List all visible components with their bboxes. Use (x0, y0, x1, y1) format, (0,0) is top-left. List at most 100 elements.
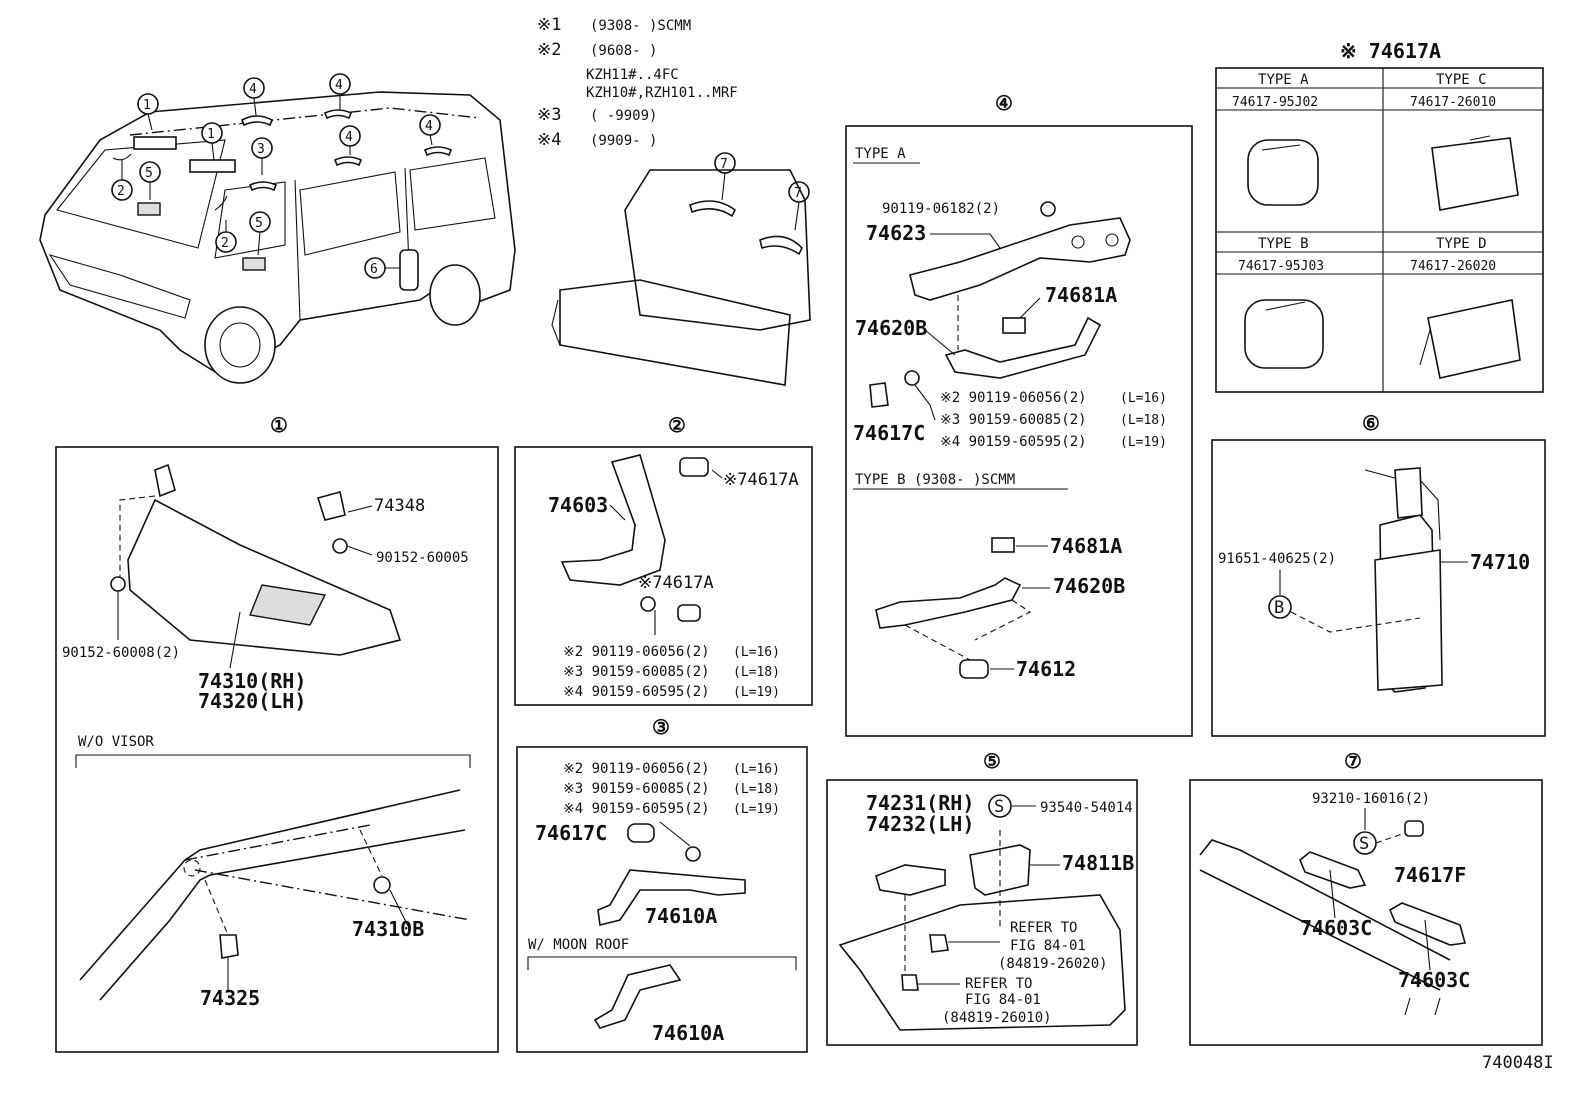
van-rear-wheel (429, 264, 481, 326)
s4-bolt2: ※3 90159-60085(2) (940, 412, 1087, 428)
cap-74681A-icon (1002, 317, 1026, 334)
type-b-code: 74617-95J03 (1238, 259, 1324, 274)
label-74348: 74348 (374, 496, 425, 516)
van-part-extinguisher (399, 249, 419, 291)
s5-clip-a (929, 934, 949, 953)
type-table: ※ 74617A TYPE A 74617-95J02 TYPE C 74617… (1215, 39, 1544, 393)
van-body-outline (39, 91, 516, 376)
note2-line3: KZH10#,RZH101..MRF (586, 85, 738, 101)
grip-74603C-b (1388, 902, 1467, 946)
s4-bolt3: ※4 90159-60595(2) (940, 434, 1087, 450)
label-74325: 74325 (200, 986, 260, 1010)
callout-5a: 5 (145, 166, 153, 181)
cap-74617C-s4-icon (869, 382, 889, 408)
van-part-assist-grips (112, 153, 228, 211)
van-overview (39, 91, 516, 384)
label-74310B: 74310B (352, 917, 424, 941)
section-2-number: ② (668, 413, 686, 437)
section-3: ③ ※2 90119-06056(2) (L=16) ※3 90159-6008… (516, 715, 808, 1053)
seat-grip-b (759, 235, 803, 256)
handle-74620B-b (875, 577, 1022, 629)
label-74310-rh: 74310(RH) (198, 669, 306, 693)
s3-bolt1-len: (L=16) (733, 762, 780, 777)
section-1: ① 74348 90152-60005 90152-60008(2) 74310… (55, 413, 499, 1053)
s6-b-circle (1268, 595, 1292, 619)
cap-74617C-icon (627, 823, 655, 843)
hook-74325-icon (219, 934, 239, 959)
van-part-visor-b (189, 159, 236, 173)
screw-90152-60005-icon (332, 538, 348, 554)
label-74617A-ref2: ※74617A (638, 573, 714, 593)
s3-bolt1: ※2 90119-06056(2) (563, 761, 710, 777)
section-7: ⑦ 93210-16016(2) S 74617F 74603C 74603C (1189, 749, 1543, 1046)
s4-bolt1: ※2 90119-06056(2) (940, 390, 1087, 406)
s4-bolt1-len: (L=16) (1120, 391, 1167, 406)
callout-2a: 2 (117, 184, 125, 199)
s6-b-mark: B (1274, 598, 1284, 618)
label-93210-16016: 93210-16016(2) (1312, 791, 1430, 807)
s4-bolt3-len: (L=19) (1120, 435, 1167, 450)
extinguisher-valve (1394, 467, 1423, 519)
type-table-frame (1215, 67, 1544, 393)
s2-bolt2-len: (L=18) (733, 665, 780, 680)
van-part-grip-b (323, 109, 353, 120)
type-b-label: TYPE B (1258, 236, 1309, 252)
s7-s-mark: S (1359, 834, 1369, 854)
label-74610A: 74610A (645, 904, 717, 928)
seat-cushion (559, 279, 791, 386)
ash-tray-74231 (875, 864, 946, 896)
van-part-grip-a (240, 115, 274, 127)
cap-74617F-icon (1404, 820, 1424, 837)
s2-bolt2: ※3 90159-60085(2) (563, 664, 710, 680)
van-windshield (56, 139, 226, 249)
note2-text: (9608- ) (590, 43, 657, 59)
s2-bolt3: ※4 90159-60595(2) (563, 684, 710, 700)
van-part-hook-a (137, 202, 161, 216)
section-2: ② ※74617A 74603 ※74617A ※2 90119-06056(2… (514, 413, 813, 706)
note3-text: ( -9909) (590, 108, 657, 124)
s5-refer1: REFER TO (1010, 920, 1077, 936)
van-part-grip-e (248, 181, 278, 192)
label-type-a: TYPE A (855, 146, 906, 162)
clip-74310B-icon (373, 876, 391, 894)
note2-line2: KZH11#..4FC (586, 67, 679, 83)
section-2-frame (514, 446, 813, 706)
section-1-frame (55, 446, 499, 1053)
s2-bolt3-len: (L=19) (733, 685, 780, 700)
type-c-cap-icon (1431, 137, 1519, 211)
type-c-code: 74617-26010 (1410, 95, 1496, 110)
type-c-label: TYPE C (1436, 72, 1487, 88)
type-table-title: ※ 74617A (1340, 39, 1441, 63)
handle-74620B (944, 316, 1102, 379)
legend-notes: ※1 (9308- )SCMM ※2 (9608- ) KZH11#..4FC … (537, 15, 738, 150)
grab-handle-74610A (597, 869, 746, 926)
label-74620B-b: 74620B (1053, 574, 1125, 598)
note3-mark: ※3 (537, 105, 561, 125)
seat-drawing (551, 169, 811, 386)
s5-fig1: FIG 84-01 (1010, 938, 1086, 954)
callout-3: 3 (257, 142, 265, 157)
type-b-cap-icon (1244, 299, 1324, 369)
section-4-number: ④ (995, 91, 1013, 115)
label-74681A-b: 74681A (1050, 534, 1122, 558)
label-74617C-s4: 74617C (853, 421, 925, 445)
label-74603C-2: 74603C (1398, 968, 1470, 992)
van-front-hub (219, 322, 261, 368)
callout-7b: 7 (794, 186, 802, 201)
type-a-code: 74617-95J02 (1232, 95, 1318, 110)
type-d-code: 74617-26020 (1410, 259, 1496, 274)
bracket-74623 (909, 217, 1131, 301)
callout-2b: 2 (221, 236, 229, 251)
s5-code2: (84819-26010) (942, 1010, 1052, 1026)
s5-s-circle (988, 794, 1012, 818)
label-93540-54014: 93540-54014 (1040, 800, 1133, 816)
console-outline (838, 894, 1126, 1031)
sun-visor (127, 498, 402, 656)
label-74681A: 74681A (1045, 283, 1117, 307)
label-moon-roof: W/ MOON ROOF (528, 937, 629, 953)
van-part-grip-d (423, 146, 453, 157)
label-type-b: TYPE B (9308- )SCMM (855, 472, 1015, 488)
callout-5b: 5 (255, 216, 263, 231)
label-74232-lh: 74232(LH) (866, 812, 974, 836)
section-6: ⑥ 91651-40625(2) B 74710 (1211, 411, 1546, 737)
